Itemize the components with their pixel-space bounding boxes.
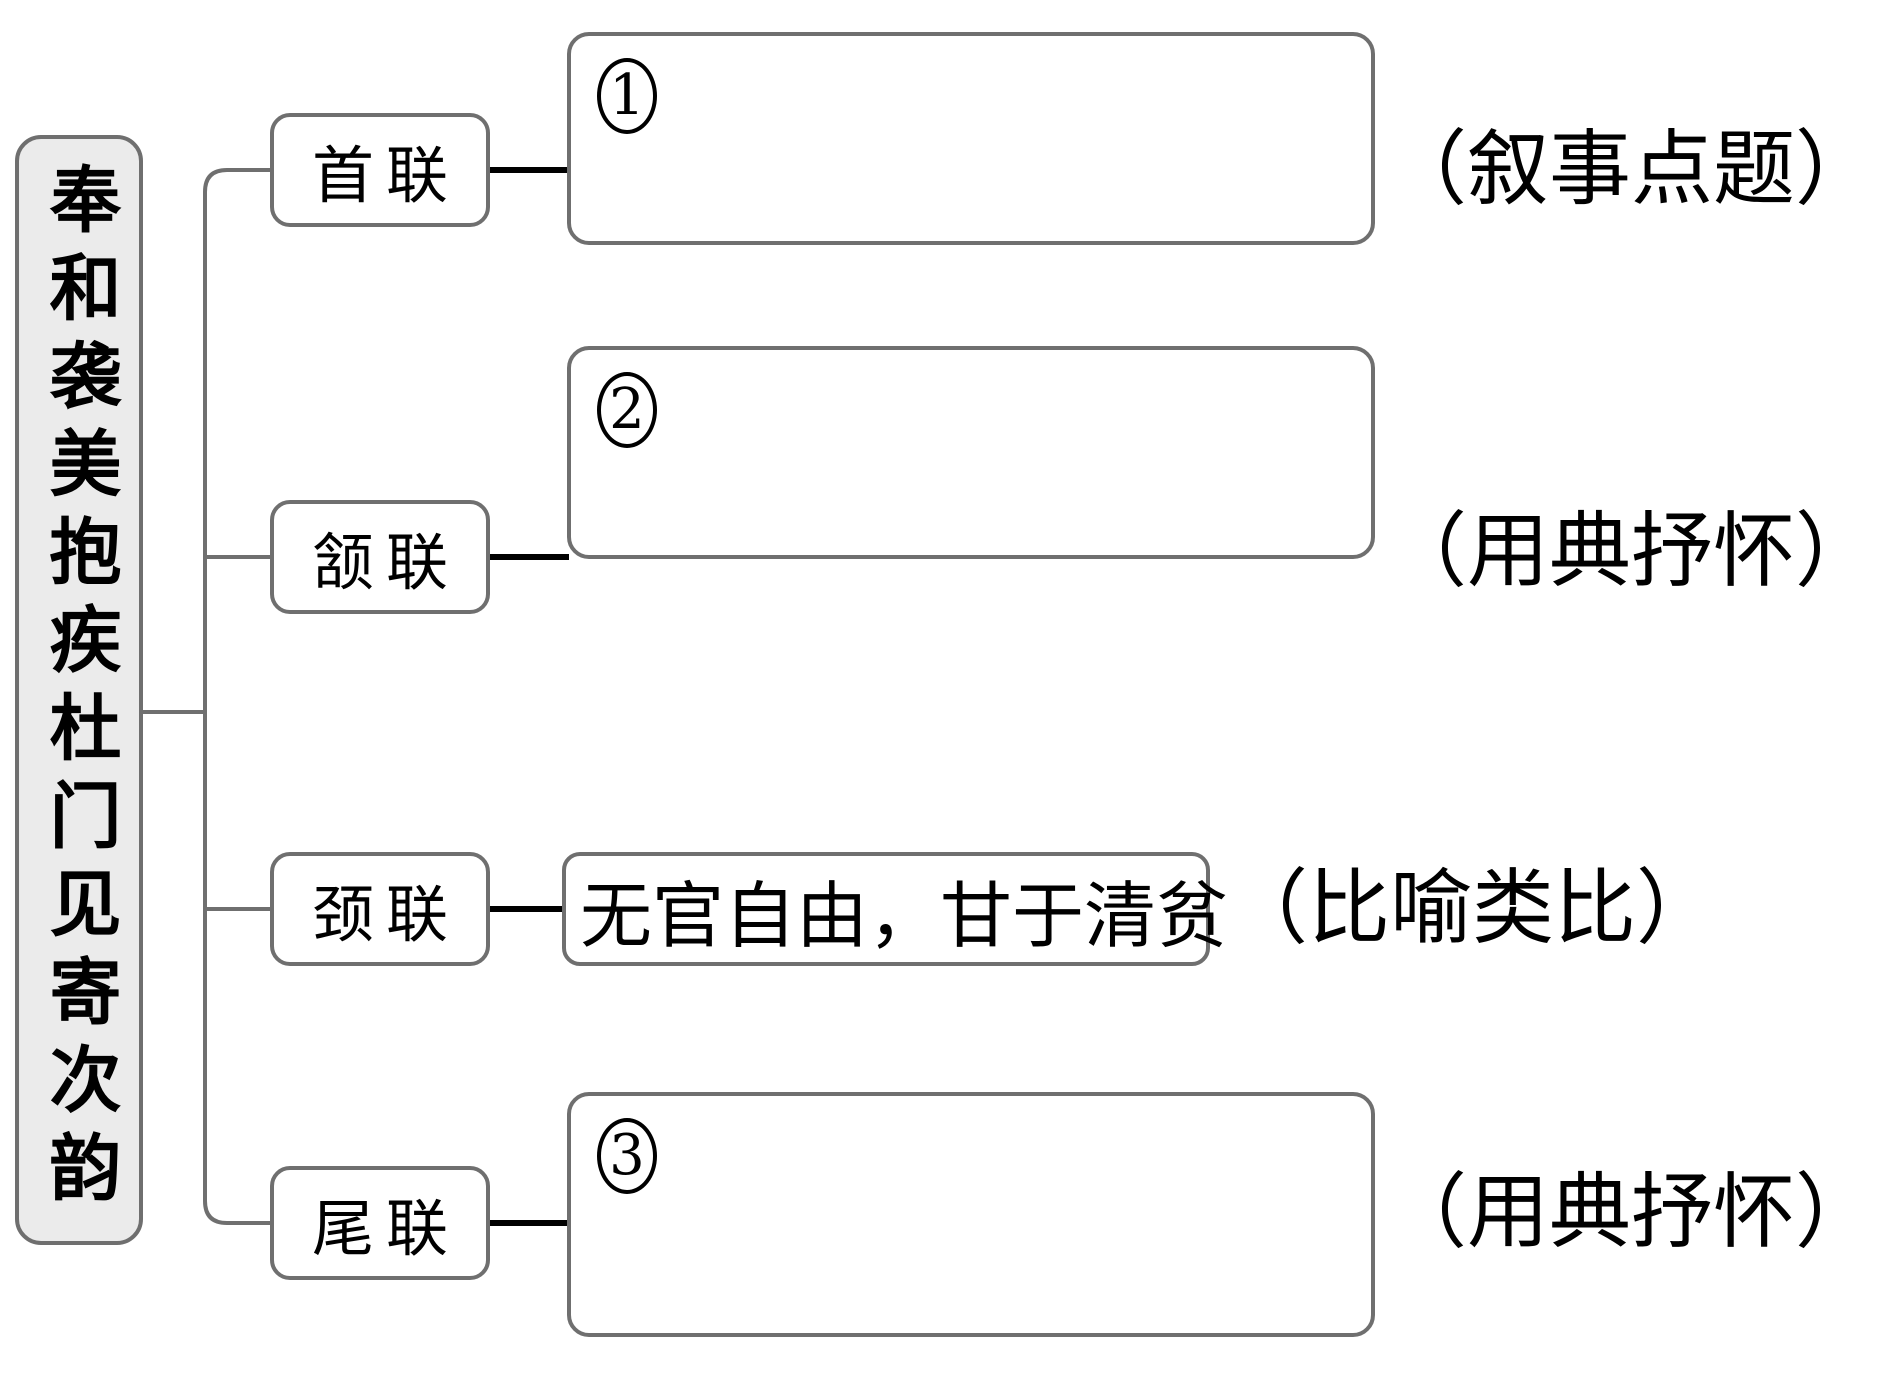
- couplet-label-row4: 尾联: [311, 1192, 460, 1265]
- annotation-row3: （比喻类比）: [1226, 861, 1719, 956]
- poem-title-text: 奉和袭美抱疾杜门见寄次韵: [37, 162, 122, 1218]
- answer-box-row2: 2: [567, 346, 1375, 559]
- circled-number-row2: 2: [597, 372, 657, 448]
- couplet-node-row4: 尾联: [270, 1166, 490, 1280]
- content-text-row3: 无官自由，甘于清贫: [580, 873, 1229, 958]
- annotation-row4: （用典抒怀）: [1385, 1165, 1878, 1260]
- couplet-label-row3: 颈联: [311, 878, 460, 951]
- circled-number-row4: 3: [597, 1118, 657, 1194]
- content-box-row3: 无官自由，甘于清贫: [562, 852, 1228, 966]
- circled-number-row1: 1: [597, 58, 657, 134]
- trunk-line: [203, 168, 270, 1225]
- couplet-node-row2: 颔联: [270, 500, 490, 614]
- couplet-label-row1: 首联: [311, 139, 460, 212]
- annotation-row2: （用典抒怀）: [1385, 504, 1878, 599]
- answer-box-row4: 3: [567, 1092, 1375, 1337]
- annotation-row1: （叙事点题）: [1385, 122, 1878, 217]
- couplet-node-row1: 首联: [270, 113, 490, 227]
- couplet-node-row3: 颈联: [270, 852, 490, 966]
- couplet-label-row2: 颔联: [311, 526, 460, 599]
- poem-title-box: 奉和袭美抱疾杜门见寄次韵: [15, 135, 143, 1245]
- answer-box-row1: 1: [567, 32, 1375, 245]
